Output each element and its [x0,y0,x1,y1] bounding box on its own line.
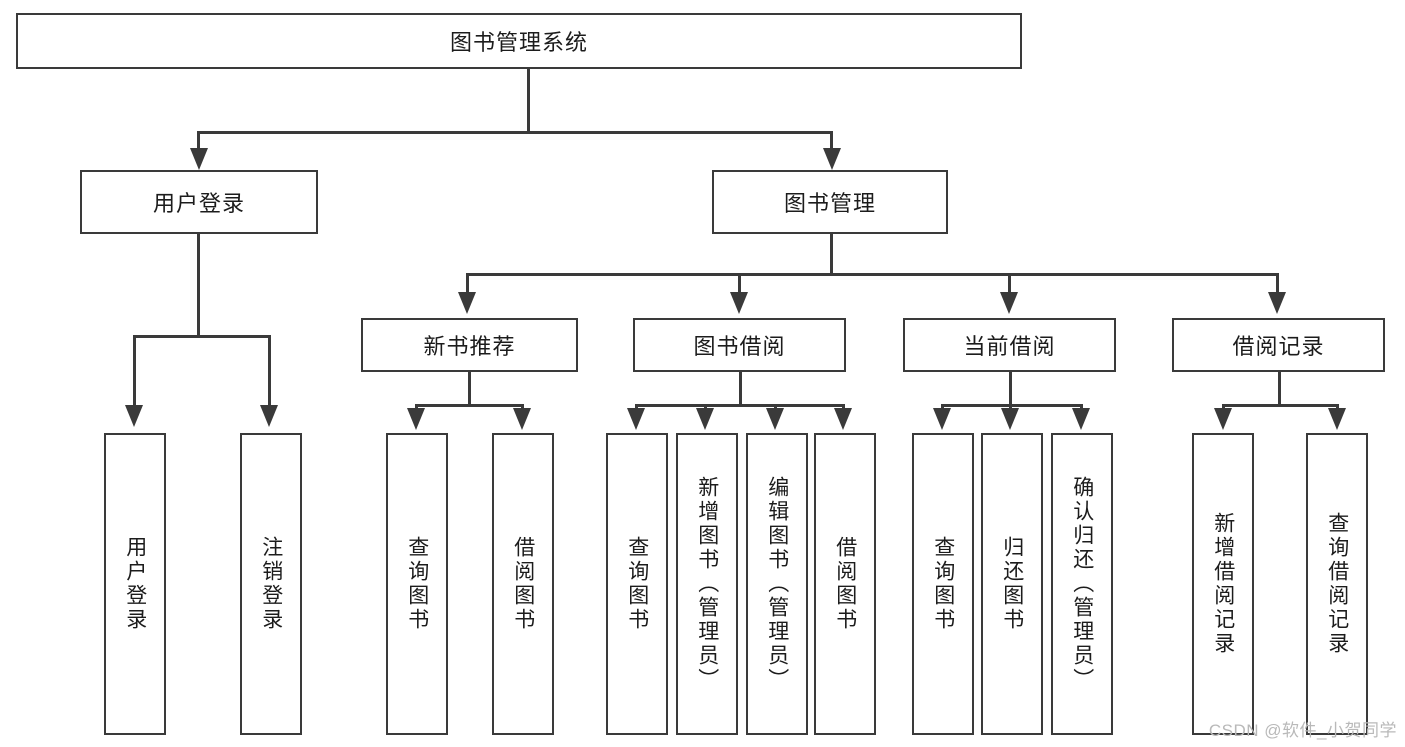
connector-br-stem [1278,372,1281,404]
node-book-management[interactable]: 图书管理 [712,170,948,234]
leaf-borrow-book-1[interactable]: 借阅图书 [492,433,554,735]
leaf-query-book-2[interactable]: 查询图书 [606,433,668,735]
node-label: 查询图书 [405,536,429,632]
node-book-borrow[interactable]: 图书借阅 [633,318,846,372]
connector-nbr-bar [415,404,524,407]
connector-root-stem [527,69,530,131]
node-label: 借阅图书 [833,536,857,632]
leaf-return-book[interactable]: 归还图书 [981,433,1043,735]
node-label: 查询图书 [625,536,649,632]
node-label: 注销登录 [259,536,283,632]
connector-bm-to-borrow-record [1276,273,1279,295]
connector-cb-bar [941,404,1083,407]
connector-user-login-bar [133,335,271,338]
leaf-query-book-3[interactable]: 查询图书 [912,433,974,735]
connector-cb-stem [1009,372,1012,404]
arrow-to-leaf-query-record [1328,408,1346,430]
arrow-to-new-book-recommend [458,292,476,314]
leaf-query-record[interactable]: 查询借阅记录 [1306,433,1368,735]
node-label: 用户登录 [152,191,245,216]
arrow-to-leaf-add-record [1214,408,1232,430]
node-label: 图书管理 [783,191,876,216]
node-new-book-recommend[interactable]: 新书推荐 [361,318,578,372]
arrow-to-user-login [190,148,208,170]
connector-root-bar [197,131,833,134]
leaf-edit-book[interactable]: 编辑图书（管理员） [746,433,808,735]
leaf-borrow-book-2[interactable]: 借阅图书 [814,433,876,735]
arrow-to-leaf-logout-login [260,405,278,427]
node-user-login[interactable]: 用户登录 [80,170,318,234]
node-label: 归还图书 [1000,536,1024,632]
node-current-borrow[interactable]: 当前借阅 [903,318,1116,372]
connector-user-login-left [133,335,136,408]
node-label: 借阅图书 [511,536,535,632]
node-label: 查询借阅记录 [1325,512,1349,656]
arrow-to-book-borrow [730,292,748,314]
arrow-to-leaf-return-book [1001,408,1019,430]
csdn-watermark: CSDN @软件_小贺同学 [1208,721,1397,740]
arrow-to-leaf-query-book-1 [407,408,425,430]
node-label: 新增借阅记录 [1211,512,1235,656]
connector-user-login-right [268,335,271,408]
leaf-add-record[interactable]: 新增借阅记录 [1192,433,1254,735]
leaf-user-login[interactable]: 用户登录 [104,433,166,735]
arrow-to-leaf-user-login [125,405,143,427]
leaf-query-book-1[interactable]: 查询图书 [386,433,448,735]
connector-bb-bar [635,404,845,407]
arrow-to-book-management [823,148,841,170]
arrow-to-leaf-confirm-return [1072,408,1090,430]
leaf-confirm-return[interactable]: 确认归还（管理员） [1051,433,1113,735]
node-label: 当前借阅 [963,334,1056,359]
arrow-to-borrow-record [1268,292,1286,314]
node-label: 查询图书 [931,536,955,632]
connector-nbr-stem [468,372,471,404]
arrow-to-leaf-query-book-2 [627,408,645,430]
node-label: 图书借阅 [693,334,786,359]
node-label: 新增图书（管理员） [695,476,719,692]
arrow-to-leaf-borrow-book-2 [834,408,852,430]
arrow-to-current-borrow [1000,292,1018,314]
connector-bm-to-current-borrow [1008,273,1011,295]
connector-bm-to-new-book-recommend [466,273,469,295]
node-label: 用户登录 [123,536,147,632]
arrow-to-leaf-borrow-book-1 [513,408,531,430]
connector-root-to-user-login [197,131,200,154]
connector-br-bar [1222,404,1339,407]
connector-bm-to-book-borrow [738,273,741,295]
connector-book-management-stem [830,234,833,273]
leaf-add-book[interactable]: 新增图书（管理员） [676,433,738,735]
node-label: 确认归还（管理员） [1070,476,1094,692]
connector-user-login-stem [197,234,200,335]
node-label: 新书推荐 [423,334,516,359]
leaf-logout-login[interactable]: 注销登录 [240,433,302,735]
arrow-to-leaf-edit-book [766,408,784,430]
arrow-to-leaf-add-book [696,408,714,430]
connector-book-management-bar [466,273,1279,276]
node-label: 借阅记录 [1232,334,1325,359]
node-label: 编辑图书（管理员） [765,476,789,692]
connector-root-to-book-management [830,131,833,154]
node-label: 图书管理系统 [449,30,588,55]
node-book-management-system[interactable]: 图书管理系统 [16,13,1022,69]
connector-bb-stem [739,372,742,404]
node-borrow-record[interactable]: 借阅记录 [1172,318,1385,372]
arrow-to-leaf-query-book-3 [933,408,951,430]
